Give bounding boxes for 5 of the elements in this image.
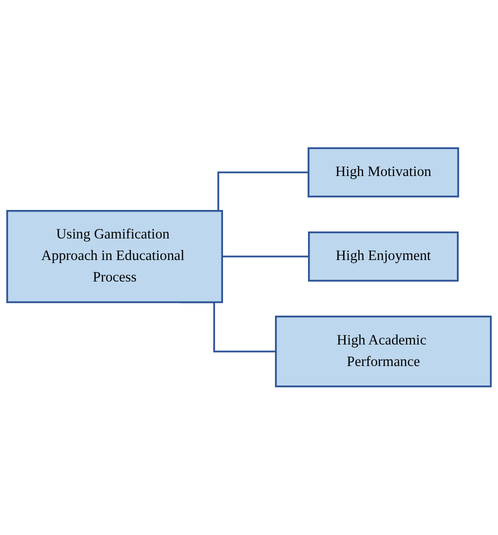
node-box: High Motivation — [308, 147, 460, 198]
node-box: High Enjoyment — [308, 232, 459, 282]
node-box: High Academic Performance — [274, 316, 492, 388]
node-box: Using Gamification Approach in Educational Process — [6, 210, 224, 304]
connector — [222, 256, 309, 258]
